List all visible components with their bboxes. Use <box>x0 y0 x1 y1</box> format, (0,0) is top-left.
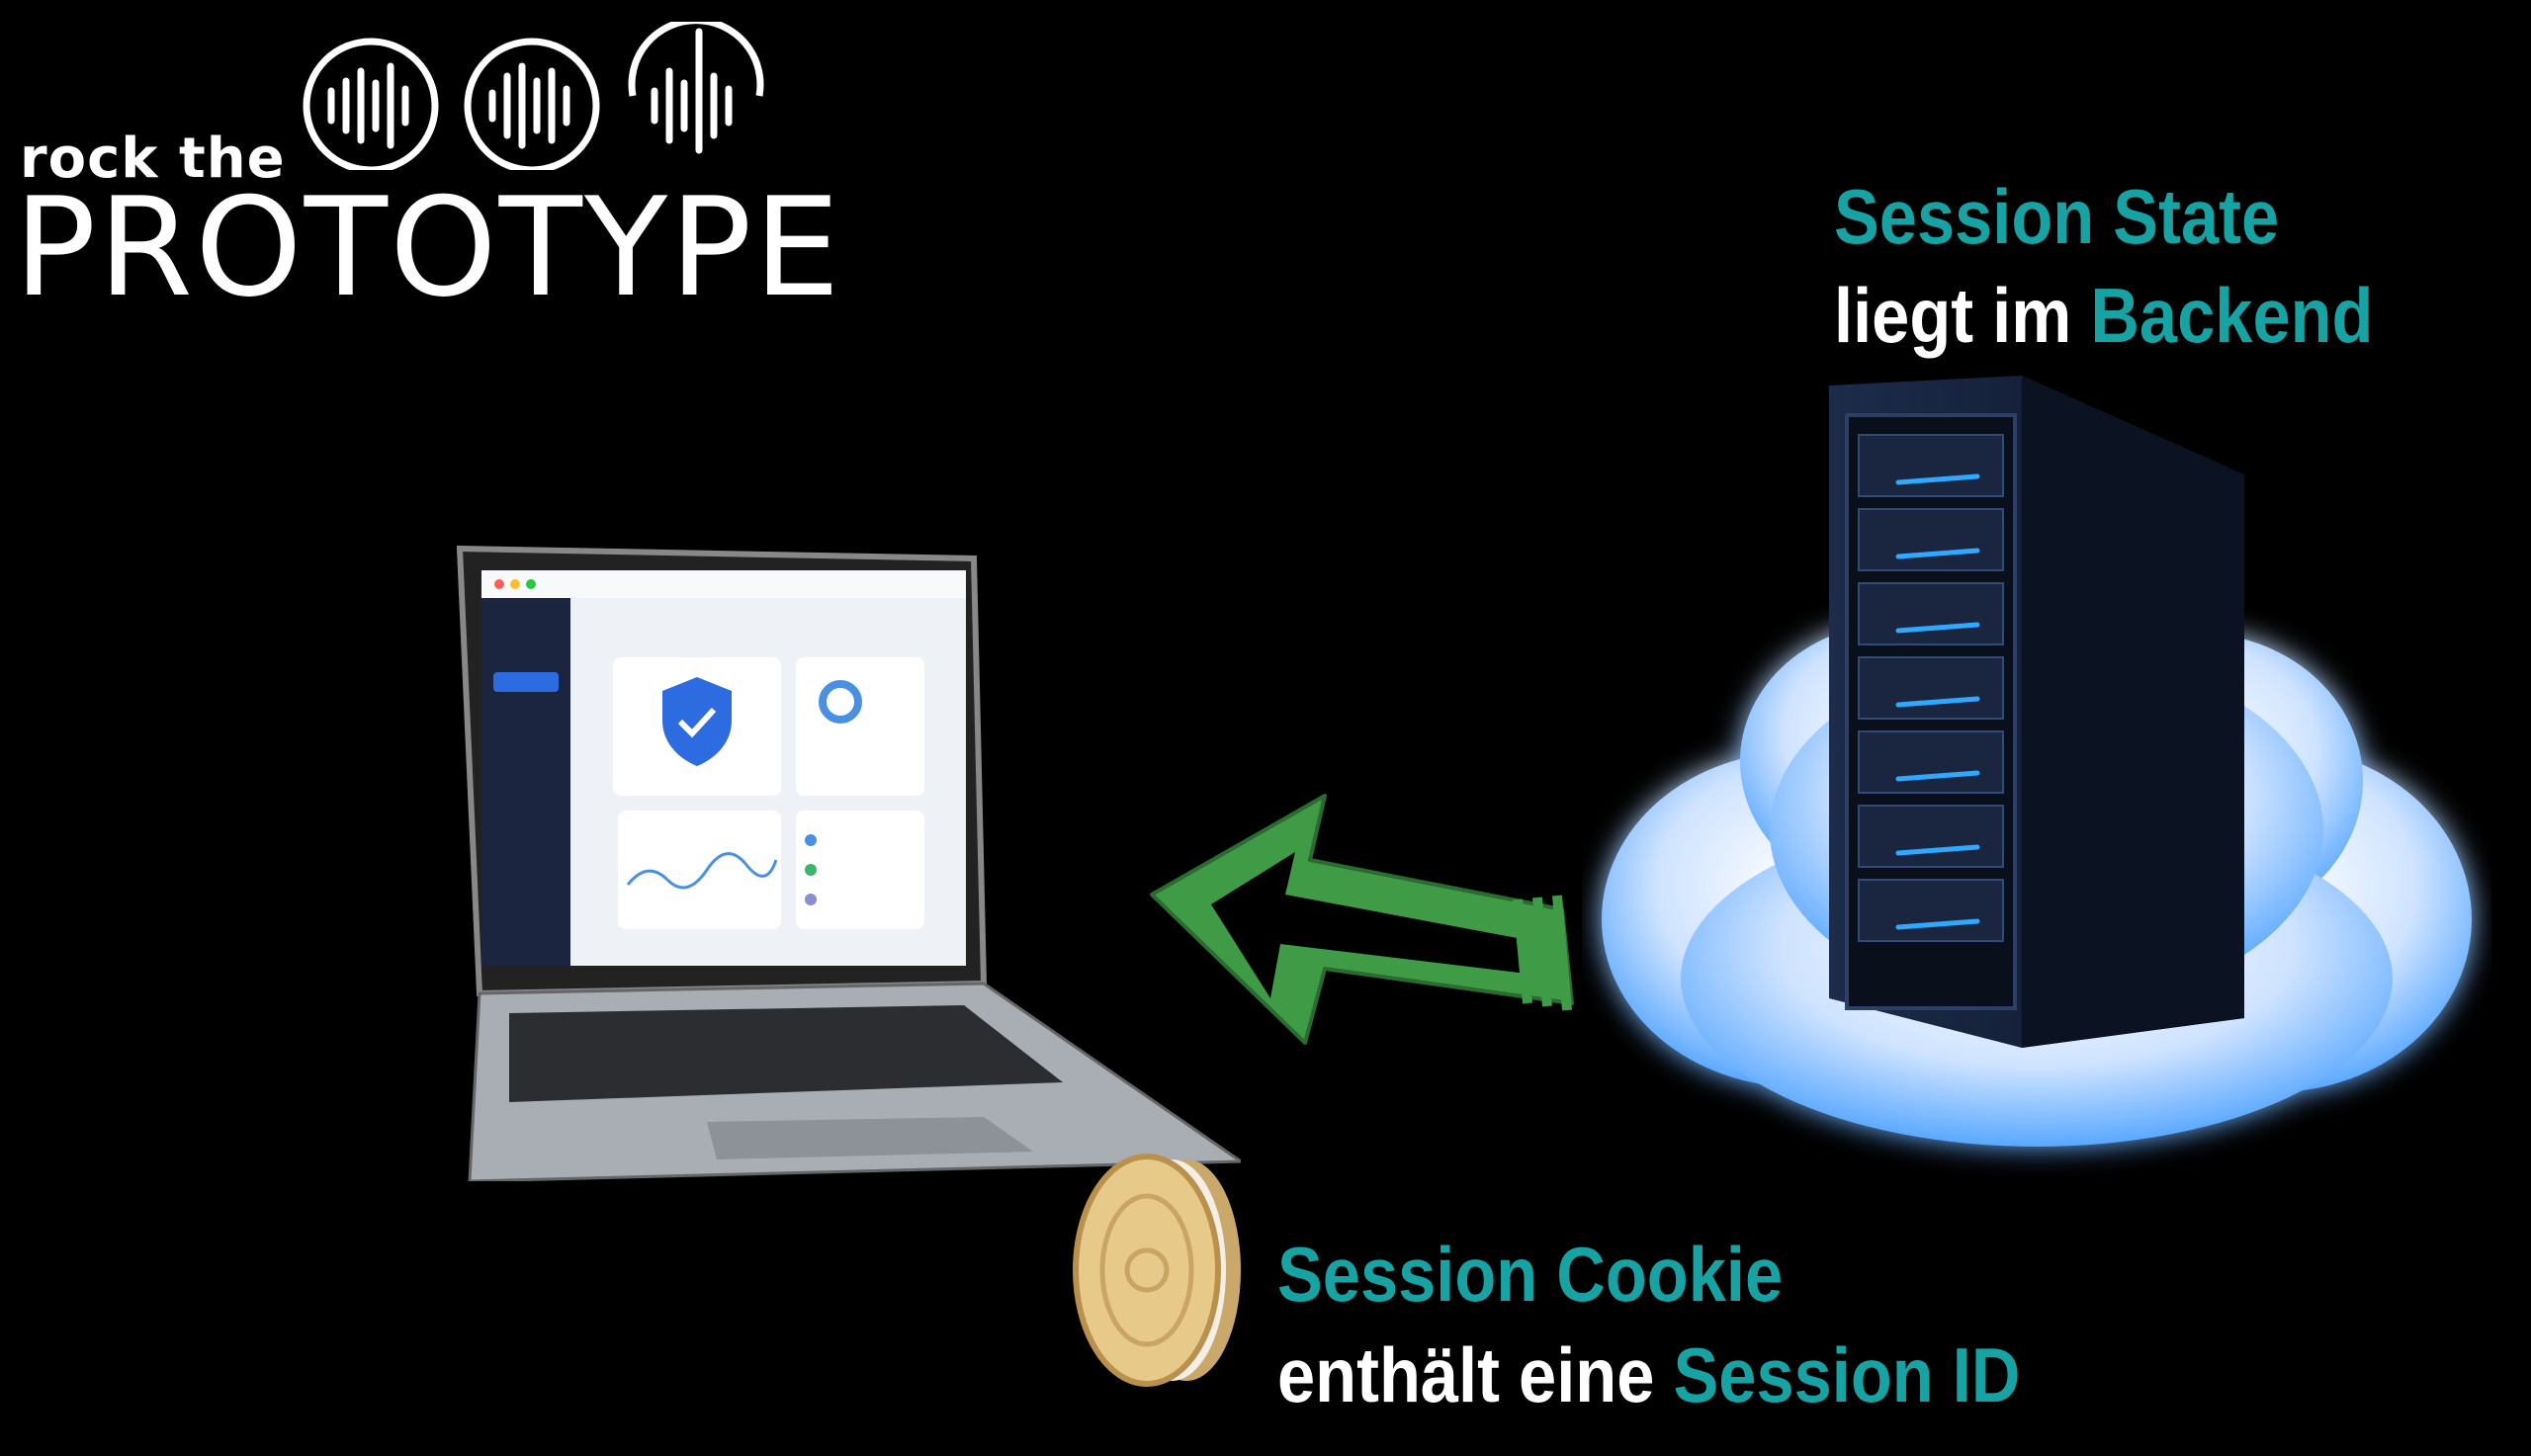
logo-waveform-icon <box>303 22 764 170</box>
server-caption-plain: liegt im <box>1834 272 2072 359</box>
cookie-caption-line1: Session Cookie <box>1277 1236 1783 1313</box>
arrow-left-icon <box>1150 794 1574 1045</box>
laptop-illustration <box>456 545 1241 1181</box>
cookie-caption-line2: enthält eine Session ID <box>1277 1336 2020 1413</box>
logo-text-small: rock the <box>20 127 286 191</box>
cookie-caption-plain: enthält eine <box>1277 1331 1655 1418</box>
server-rack-icon <box>1829 376 2244 1048</box>
session-id-label: Session ID <box>1673 1331 2021 1418</box>
session-cookie-label: Session Cookie <box>1277 1231 1784 1318</box>
cloud-server-illustration <box>1602 376 2472 1147</box>
session-state-label: Session State <box>1834 173 2280 260</box>
cookie-icon <box>1073 1154 1241 1387</box>
backend-label: Backend <box>2090 272 2374 359</box>
server-caption-line1: Session State <box>1834 178 2279 255</box>
server-caption-line2: liegt im Backend <box>1834 277 2373 354</box>
logo-text-big: PROTOTYPE <box>14 168 842 327</box>
